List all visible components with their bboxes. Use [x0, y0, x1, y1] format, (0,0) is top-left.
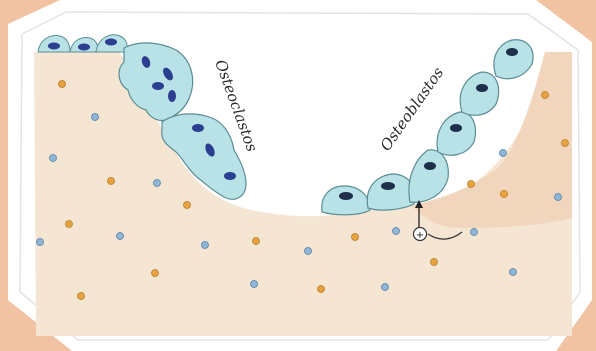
orange-particle — [352, 234, 359, 241]
blue-particle — [202, 242, 209, 249]
osteoblast-nucleus — [381, 182, 395, 190]
orange-particle — [501, 191, 508, 198]
osteoblast-nucleus — [424, 162, 436, 170]
blue-particle — [500, 150, 507, 157]
orange-particle — [253, 238, 260, 245]
osteoclast-nucleus — [152, 82, 164, 90]
orange-particle — [542, 92, 549, 99]
orange-particle — [78, 293, 85, 300]
osteoclast-nucleus — [192, 124, 204, 132]
lining-cell-nucleus — [78, 44, 90, 51]
blue-particle — [305, 248, 312, 255]
blue-particle — [510, 269, 517, 276]
osteoblast-nucleus — [506, 48, 518, 56]
orange-particle — [66, 221, 73, 228]
osteoclast-nucleus — [168, 90, 176, 102]
blue-particle — [154, 180, 161, 187]
blue-particle — [555, 194, 562, 201]
blue-particle — [382, 284, 389, 291]
lining-cell-nucleus — [105, 39, 117, 46]
blue-particle — [50, 155, 57, 162]
blue-particle — [393, 228, 400, 235]
orange-particle — [184, 202, 191, 209]
blue-particle — [37, 239, 44, 246]
blue-particle — [251, 281, 258, 288]
osteoclast-nucleus — [224, 172, 236, 180]
orange-particle — [108, 178, 115, 185]
blue-particle — [471, 229, 478, 236]
blue-particle — [92, 114, 99, 121]
osteoblast-nucleus — [476, 84, 488, 92]
orange-particle — [431, 259, 438, 266]
orange-particle — [152, 270, 159, 277]
orange-particle — [59, 81, 66, 88]
orange-particle — [318, 286, 325, 293]
osteoblast-nucleus — [339, 192, 353, 200]
orange-particle — [562, 140, 569, 147]
lining-cell-nucleus — [48, 43, 60, 50]
blue-particle — [117, 233, 124, 240]
osteoblast-nucleus — [450, 124, 462, 132]
stimulus-plus-sign: + — [416, 230, 424, 241]
orange-particle — [468, 181, 475, 188]
lining-cells — [38, 35, 127, 52]
